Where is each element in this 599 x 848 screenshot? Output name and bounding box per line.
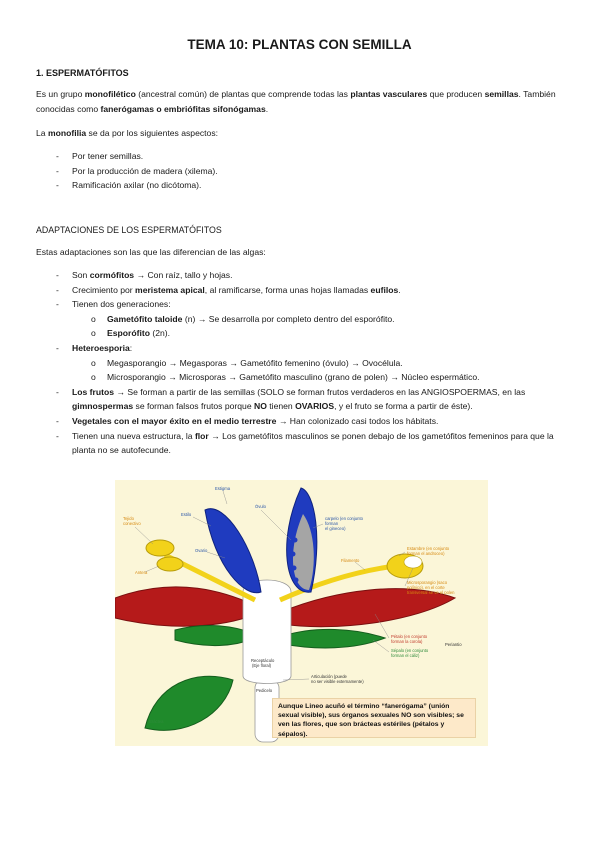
label-ovulo: Óvulo — [255, 504, 267, 509]
label-antera: Antera — [135, 570, 148, 575]
microsporangio-section — [403, 555, 423, 569]
label-receptaculo-1: Receptáculo — [251, 658, 275, 663]
label-tejido-1: Tejido — [123, 516, 135, 521]
list-item: -Heteroesporia: — [56, 342, 133, 353]
section-heading-adaptaciones: ADAPTACIONES DE LOS ESPERMATÓFITOS — [36, 225, 222, 235]
label-periantio: Periantio — [445, 642, 462, 647]
flower-diagram: Estigma Óvulo Estilo Tejido conectivo Ov… — [114, 480, 488, 746]
list-item: -Ramificación axilar (no dicótoma). — [56, 180, 202, 191]
label-estambre-2: forman el androceo) — [407, 551, 445, 556]
label-carpelo-2: forman — [325, 521, 339, 526]
label-petalo-1: Pétalo (en conjunto — [391, 634, 428, 639]
list-item: -Son cormófitos → Con raíz, tallo y hoja… — [56, 270, 233, 280]
filamento-right — [278, 563, 396, 603]
intro-paragraph: Es un grupo monofilético (ancestral comú… — [36, 89, 556, 114]
ovulo-3 — [291, 565, 297, 571]
list-item: -Por la producción de madera (xilema). — [56, 165, 218, 176]
lineo-note: Aunque Lineo acuñó el término “fanerógam… — [272, 698, 476, 738]
label-estigma: Estigma — [215, 486, 231, 491]
label-pointers — [134, 490, 414, 681]
label-sepalo-2: forman el cáliz) — [391, 653, 420, 658]
antera-left-1 — [145, 539, 175, 557]
label-estilo: Estilo — [181, 512, 192, 517]
antera-left-2 — [156, 556, 184, 572]
label-articulacion-1: Articulación (puede — [311, 674, 348, 679]
label-receptaculo-2: (Eje floral) — [252, 663, 272, 668]
sepalo-right — [282, 628, 387, 649]
label-carpelo-1: carpelo (en conjunto — [325, 516, 364, 521]
page-title: TEMA 10: PLANTAS CON SEMILLA — [187, 37, 412, 52]
label-filamento: Filamento — [341, 558, 360, 563]
label-bractea: Bráctea — [149, 719, 164, 724]
label-estambre-1: Estambre (en conjunto — [407, 546, 450, 551]
adaptaciones-list: -Son cormófitos → Con raíz, tallo y hoja… — [36, 268, 566, 458]
bractea-leaf — [144, 675, 234, 731]
label-micro-2: polínico), en el corte — [407, 585, 445, 590]
ovulo-1 — [292, 537, 298, 543]
section-heading-espermatofitos: 1. ESPERMATÓFITOS — [36, 68, 129, 78]
label-micro-1: Microsporangio (saco — [407, 580, 448, 585]
list-item: -Por tener semillas. — [56, 151, 144, 161]
list-item: -Los frutos → Se forman a partir de las … — [56, 386, 526, 412]
label-carpelo-3: el gineceo) — [325, 526, 346, 531]
list-item: -Tienen dos generaciones: — [56, 299, 171, 310]
list-item: -Tienen una nueva estructura, la flor → … — [56, 430, 554, 456]
carpelo-right-section — [292, 514, 314, 590]
label-sepalo-1: Sépalo (en conjunto — [391, 648, 429, 653]
label-articulacion-2: no ser visible externamente) — [311, 679, 364, 684]
list-item: -Crecimiento por meristema apical, al ra… — [56, 284, 401, 295]
flower-illustration: Estigma Óvulo Estilo Tejido conectivo Ov… — [114, 486, 462, 743]
label-petalo-2: forman la corola) — [391, 639, 423, 644]
label-micro-3: transversal se ve el polen — [407, 590, 455, 595]
adaptaciones-intro: Estas adaptaciones son las que las difer… — [36, 247, 266, 257]
monofilia-paragraph: La monofilia se da por los siguientes as… — [36, 128, 219, 138]
label-pedicelo: Pedicelo — [256, 688, 273, 693]
carpelo-left — [204, 508, 262, 594]
ovulo-4 — [293, 577, 299, 583]
label-tejido-2: conectivo — [123, 521, 141, 526]
label-ovario: Ovario — [195, 548, 208, 553]
ovulo-2 — [290, 551, 296, 557]
list-item: -Vegetales con el mayor éxito en el medi… — [56, 415, 439, 426]
petalo-right — [280, 588, 457, 628]
aspects-list: -Por tener semillas. -Por la producción … — [36, 149, 566, 193]
